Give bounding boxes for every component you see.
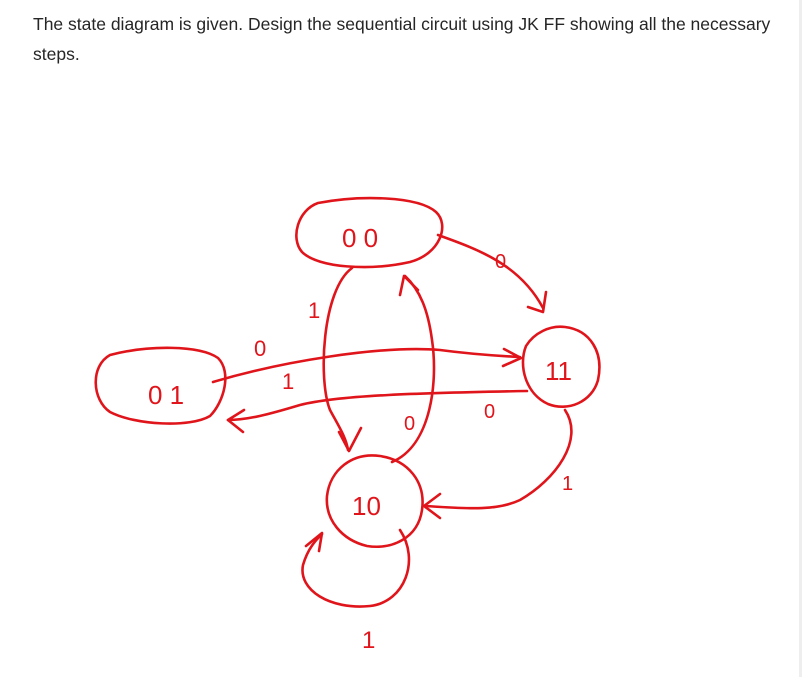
arrow-11-10: [422, 492, 442, 520]
edge-label-11-10: 1: [562, 473, 573, 495]
edge-label-00-10: 1: [308, 298, 320, 323]
edge-00-11: [436, 233, 545, 310]
edge-label-11-01: 0: [484, 401, 495, 423]
arrow-10-00: [398, 274, 420, 297]
edge-label-10-00: 0: [404, 413, 415, 435]
state-10-shape: [325, 454, 424, 549]
edge-01-11: [211, 347, 522, 384]
question-text: The state diagram is given. Design the s…: [33, 14, 771, 64]
edge-10-10: [301, 528, 411, 608]
arrow-00-11: [526, 290, 548, 314]
state-11-shape: [521, 325, 601, 409]
state-10-label: 10: [352, 491, 381, 521]
state-00-shape: [295, 196, 444, 269]
stray-label: 1: [282, 369, 294, 394]
arrow-01-11: [501, 347, 523, 368]
arrow-11-01: [226, 408, 246, 434]
edge-label-01-11: 0: [254, 336, 266, 361]
state-01-shape: [94, 346, 227, 425]
state-00-label: 0 0: [342, 223, 378, 253]
edge-00-10: [322, 266, 354, 452]
state-11-label: 11: [545, 356, 572, 386]
edge-11-01: [226, 389, 529, 422]
right-border: [799, 0, 802, 677]
arrow-10-10: [304, 531, 324, 553]
edge-label-00-11: 0: [495, 251, 506, 273]
state-01-label: 0 1: [148, 380, 184, 410]
edge-11-10: [423, 408, 573, 510]
edge-label-10-10: 1: [362, 627, 375, 654]
arrow-00-10: [337, 426, 363, 453]
